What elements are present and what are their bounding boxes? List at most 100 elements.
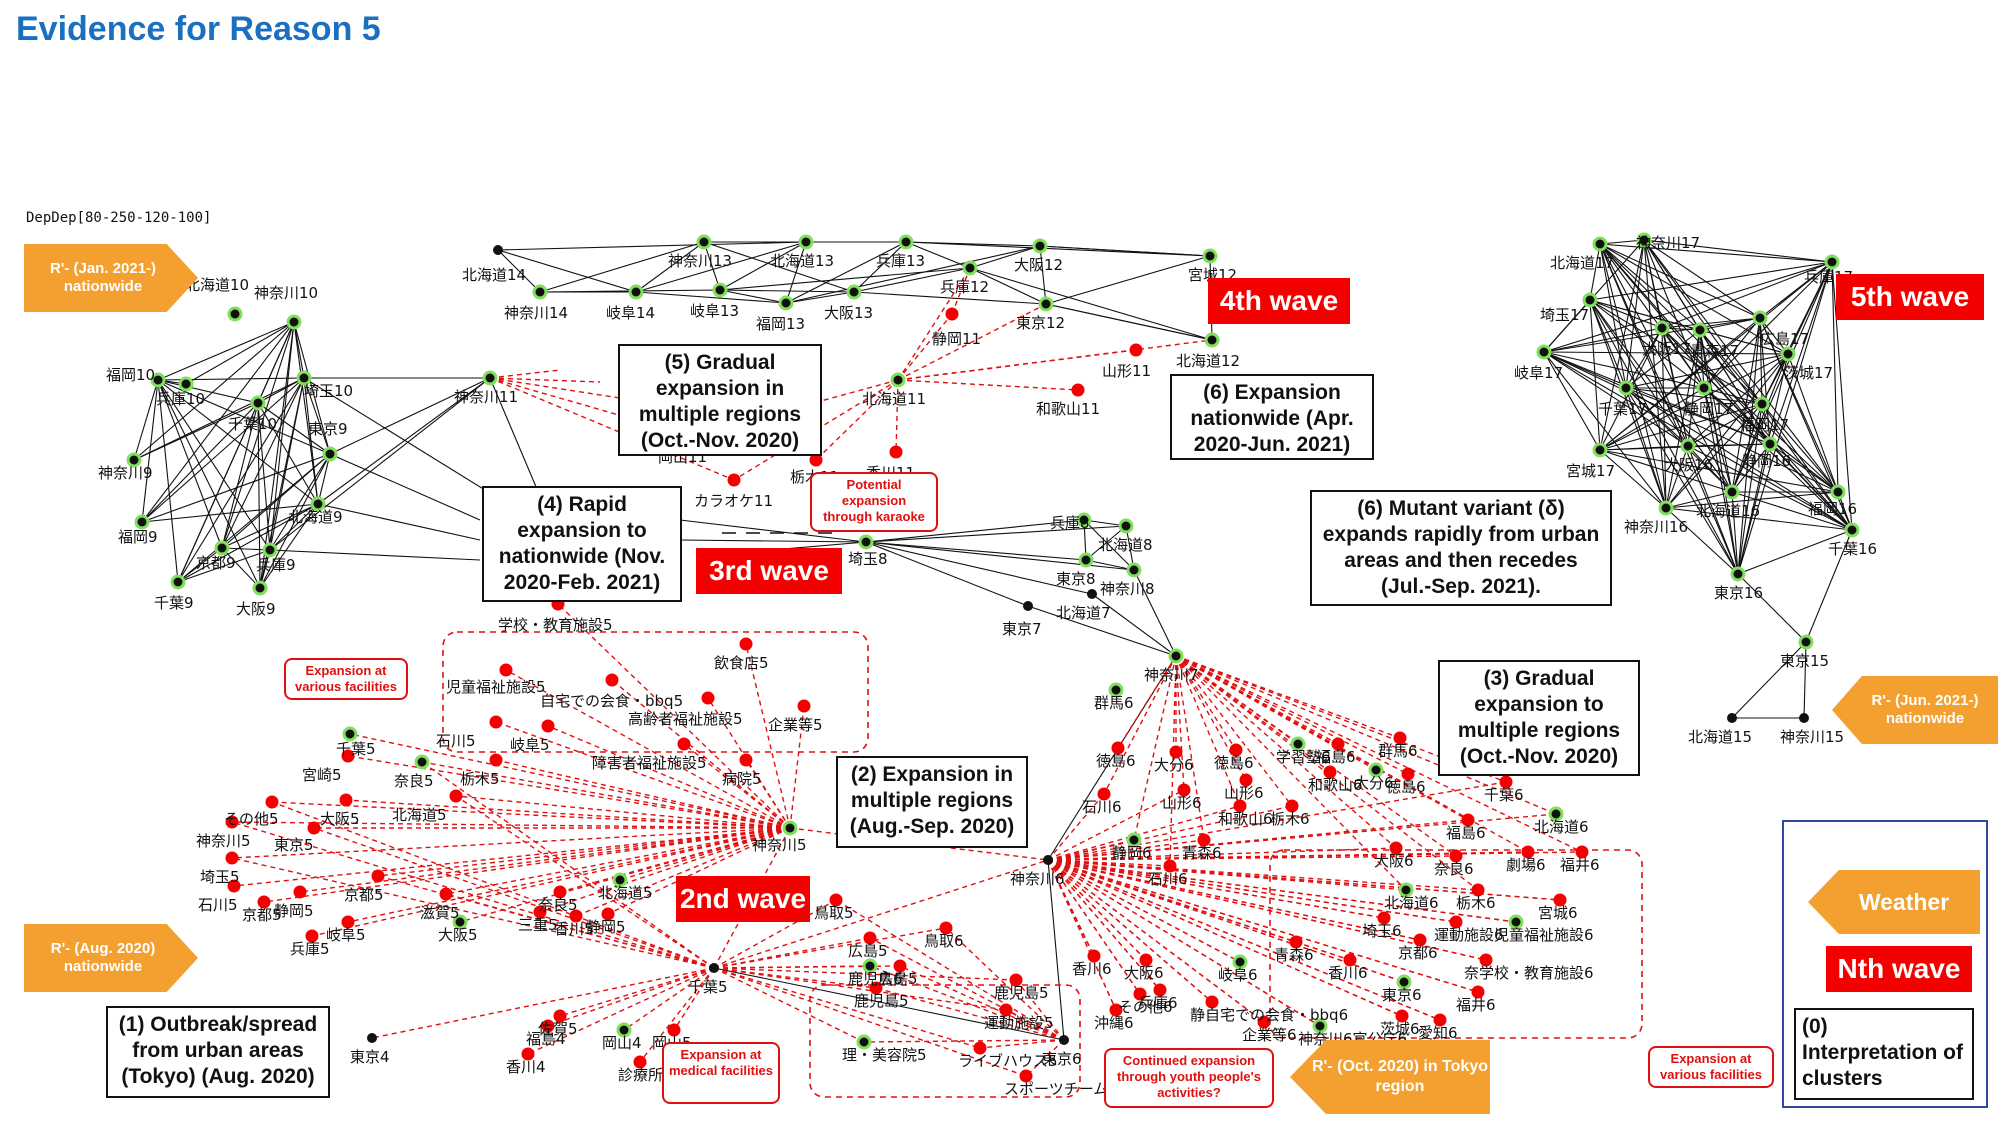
edge (1661, 261, 1833, 329)
edge (497, 249, 637, 293)
node-label-hyo8: 兵庫8 (1050, 514, 1090, 532)
edge (713, 927, 947, 969)
node-label-kan5: 神奈川5 (196, 832, 251, 850)
edge (1599, 243, 1833, 263)
edge (221, 547, 271, 551)
annotation-box-1: (1) Outbreak/spread from urban areas (To… (106, 1006, 330, 1098)
edge (865, 525, 1127, 543)
edge (1175, 655, 1205, 841)
node-label-tok7: 東京7 (1002, 620, 1042, 638)
edge (547, 725, 791, 829)
edge (495, 721, 791, 829)
node-label-osa9: 大阪9 (236, 600, 276, 618)
node-label-kyo5: 京都5 (344, 886, 384, 904)
node-label-byo5: 病院5 (722, 770, 762, 788)
node-label-extra-59: 福島4 (526, 1030, 566, 1048)
node-label-osa17: 大阪17 (1642, 340, 1691, 358)
edge (1737, 261, 1833, 575)
edge (1047, 859, 1457, 923)
node-extra-9 (1323, 765, 1337, 779)
edge (1543, 351, 1789, 355)
edge (1761, 261, 1833, 405)
edge (1175, 655, 1401, 739)
node-hok9 (310, 496, 326, 512)
edge (1175, 655, 1185, 791)
node-label-yam11: 山形11 (1102, 362, 1151, 380)
node-label-extra-18: 千葉6 (1484, 786, 1524, 804)
node-label-fuk16: 福岡16 (1808, 500, 1857, 518)
edge (489, 369, 561, 379)
node-extra-8 (1239, 773, 1253, 787)
edge (1083, 519, 1135, 571)
node-sho5 (677, 737, 691, 751)
node-chi16 (1844, 522, 1860, 538)
node-osa16 (1680, 438, 1696, 454)
node-label-chi16: 千葉16 (1828, 540, 1877, 558)
node-hir17 (1752, 310, 1768, 326)
arrow-oct2020: R'- (Oct. 2020) in Tokyo region (1290, 1040, 1490, 1114)
node-label-tok16: 東京16 (1714, 584, 1763, 602)
edge (1047, 859, 1517, 923)
edge (679, 519, 867, 543)
edge (177, 402, 259, 583)
node-kan5 (225, 815, 239, 829)
node-extra-40 (1232, 954, 1248, 970)
node-jid5 (499, 663, 513, 677)
edge (1625, 387, 1771, 445)
node-extra-2 (1097, 787, 1111, 801)
edge (299, 827, 791, 893)
annotation-box-2: (2) Expansion in multiple regions (Aug.-… (836, 756, 1028, 848)
node-label-hir17: 広島17 (1760, 330, 1809, 348)
edge (1589, 299, 1601, 451)
node-label-extra-55: 理・美容院5 (842, 1046, 927, 1064)
arrow-weather: Weather (1808, 870, 1980, 934)
node-label-gif5: 岐阜5 (510, 736, 550, 754)
edge (1047, 859, 1141, 995)
node-label-kig5: 企業等5 (768, 716, 823, 734)
edge (969, 267, 1213, 341)
node-oth5 (265, 795, 279, 809)
page-title: Evidence for Reason 5 (16, 10, 381, 48)
edge (1103, 655, 1177, 795)
node-hyo12 (962, 260, 978, 276)
node-label-extra-6: 福島6 (1316, 748, 1356, 766)
node-gif5 (541, 719, 555, 733)
edge (619, 827, 791, 881)
node-label-extra-67: 香川5 (554, 920, 594, 938)
edge (969, 267, 1047, 305)
edge (1047, 859, 1385, 919)
node-label-extra-40: 岐阜6 (1218, 966, 1258, 984)
node-sai17 (1582, 292, 1598, 308)
node-extra-73 (257, 895, 271, 909)
wave-label-2nd: 2nd wave (676, 876, 810, 922)
edge (1687, 353, 1789, 447)
node-kyo9 (214, 540, 230, 556)
node-label-kan15: 神奈川15 (1780, 728, 1844, 746)
edge (785, 245, 1041, 304)
node-extra-68 (553, 885, 567, 899)
edge (1625, 387, 1763, 405)
annotation-box-4: (4) Rapid expansion to nationwide (Nov. … (482, 486, 682, 602)
edge (1643, 239, 1761, 319)
node-extra-11 (1401, 767, 1415, 781)
node-ib17 (1780, 346, 1796, 362)
node-label-ish5: 石川5 (436, 732, 476, 750)
edge (271, 801, 791, 829)
annotation-box-6a: (6) Expansion nationwide (Apr. 2020-Jun.… (1170, 374, 1374, 460)
edge (313, 827, 715, 969)
node-ish5 (489, 715, 503, 729)
edge (141, 402, 259, 523)
node-extra-14 (1285, 799, 1299, 813)
edge (527, 967, 715, 1055)
node-shz17 (1696, 380, 1712, 396)
node-hok16 (1724, 484, 1740, 500)
edge (1589, 243, 1601, 301)
node-label-extra-24: 福井6 (1560, 856, 1600, 874)
node-chi5 (342, 726, 358, 742)
edge (745, 759, 791, 829)
node-label-hok17: 北海道17 (1550, 254, 1614, 272)
edge (1599, 243, 1701, 331)
node-label-fuk9: 福岡9 (118, 528, 158, 546)
edge (1047, 805, 1293, 861)
